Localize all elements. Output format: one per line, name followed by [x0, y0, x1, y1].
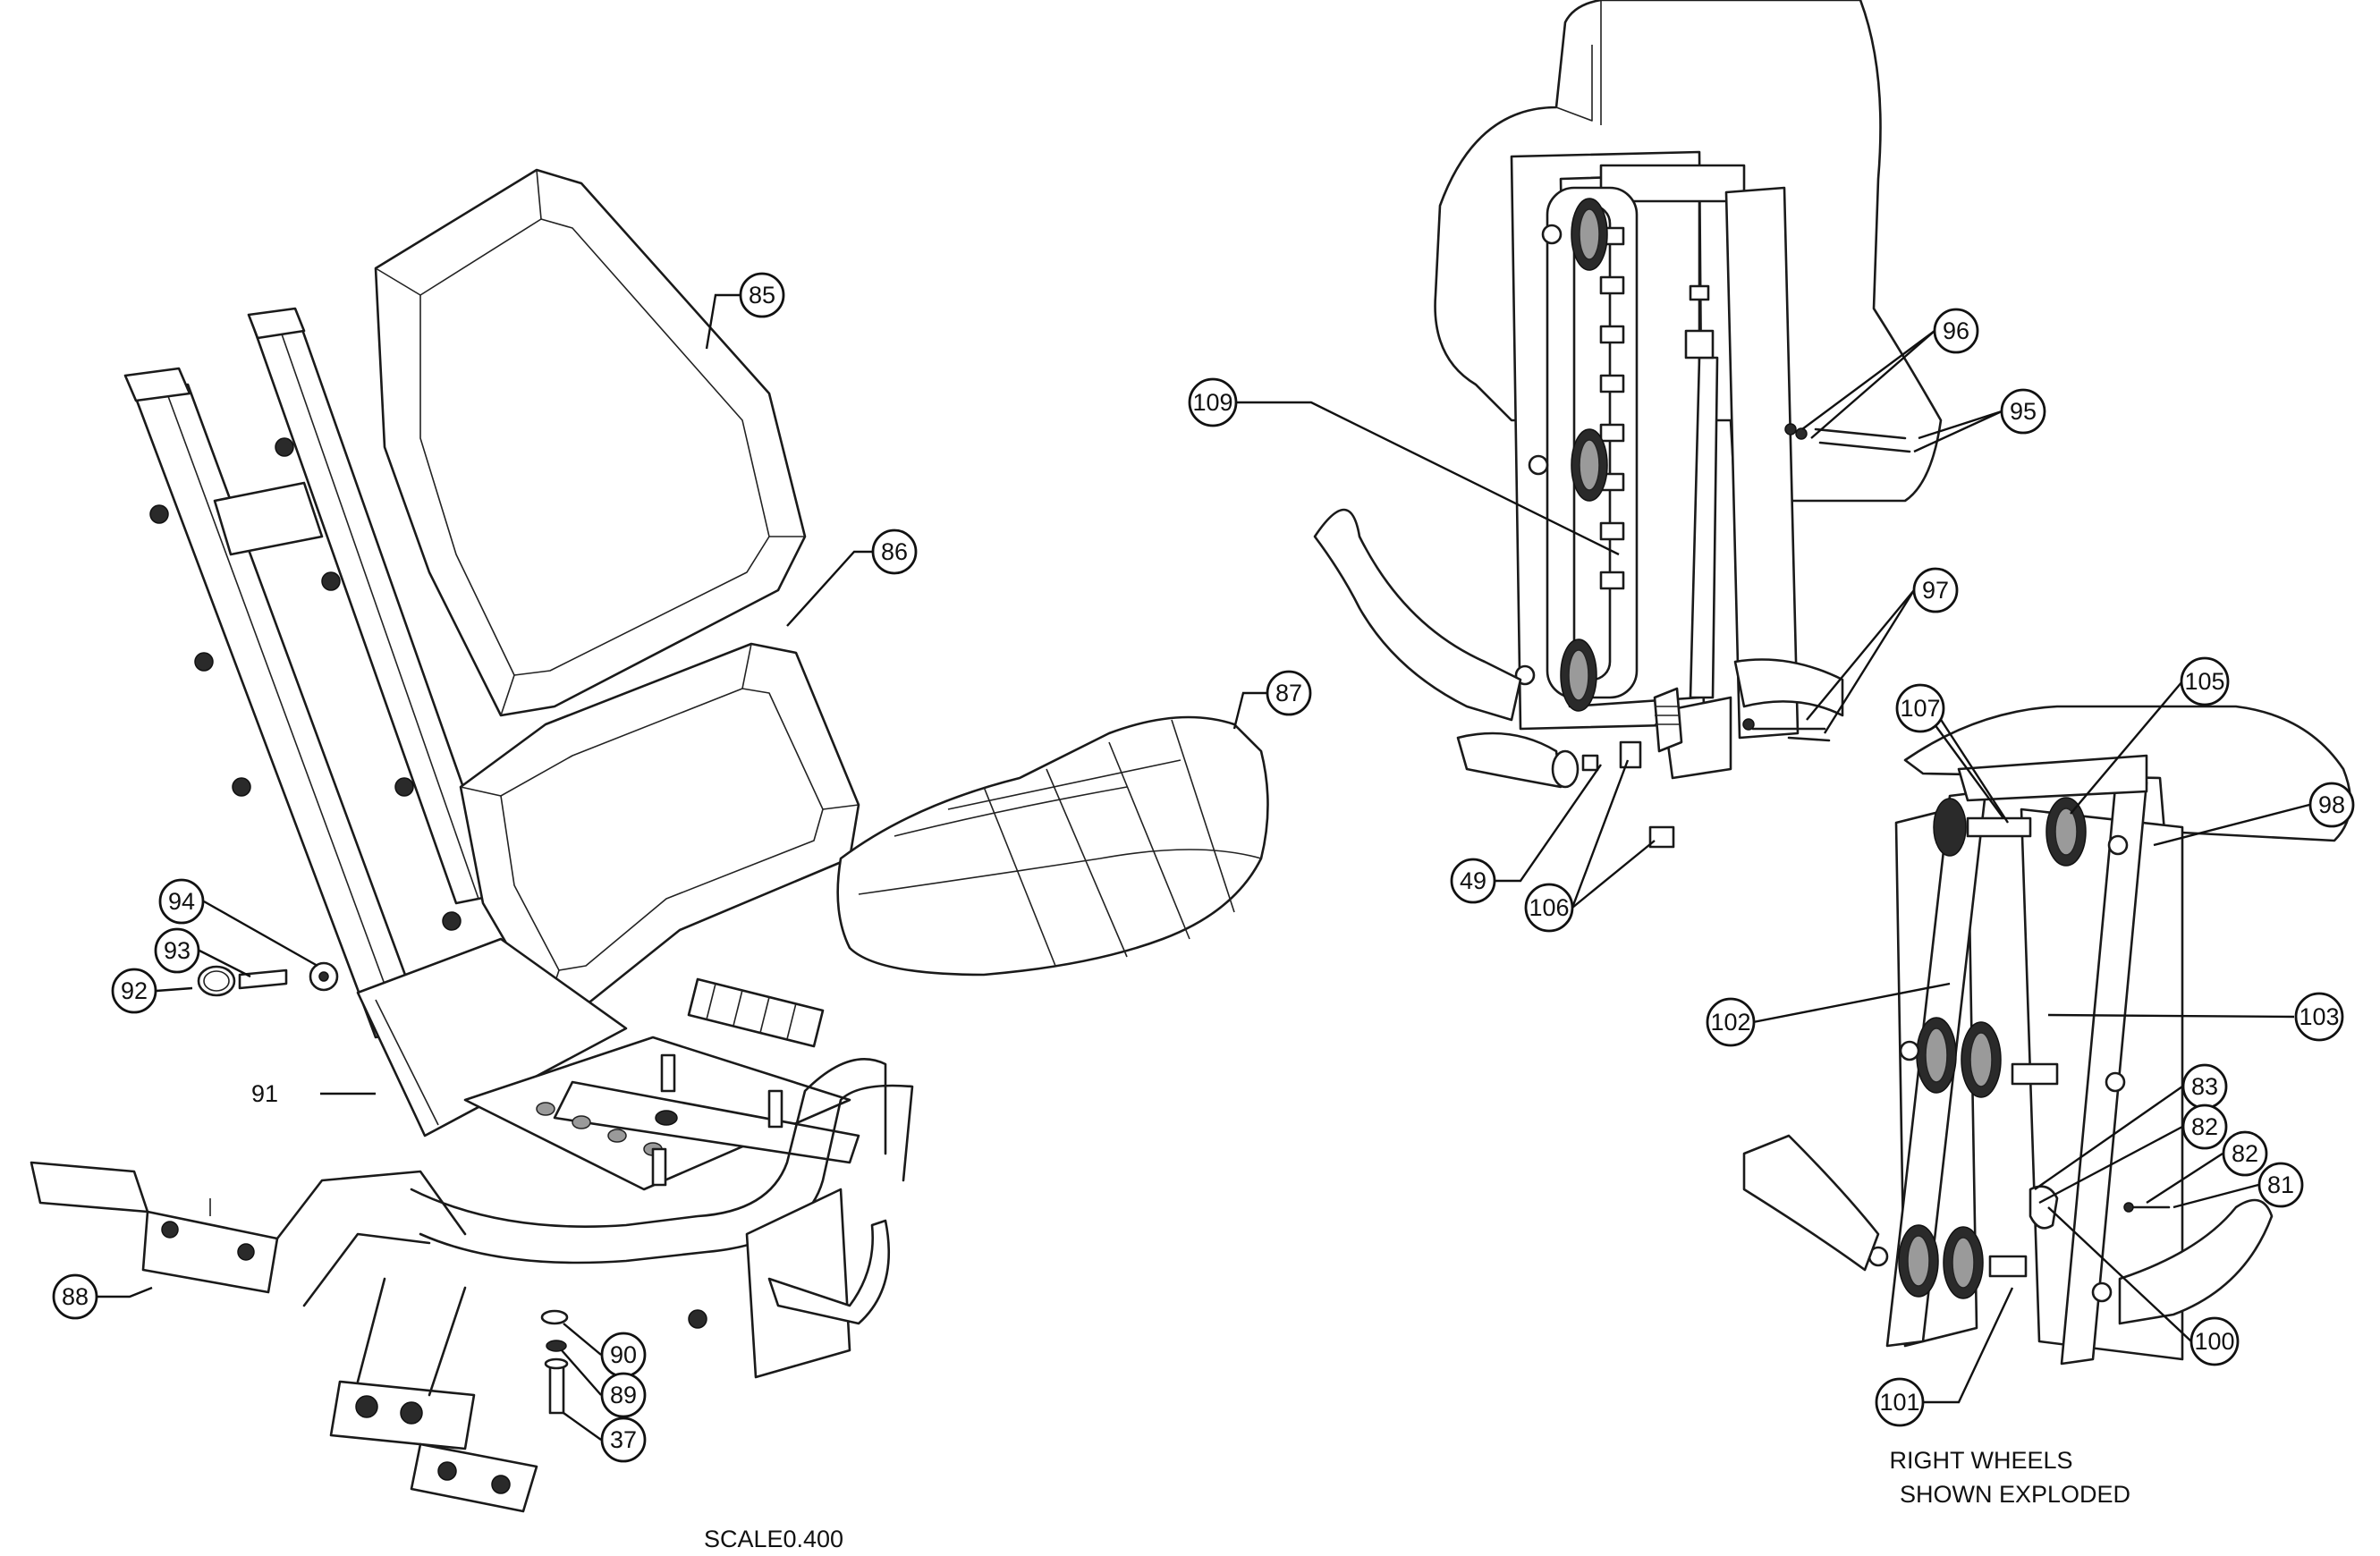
svg-text:81: 81	[2267, 1171, 2294, 1198]
callout-87: 87	[1266, 670, 1312, 716]
drawing-notes: RIGHT WHEELS SHOWN EXPLODED SCALE0.400	[704, 1447, 2130, 1552]
svg-text:95: 95	[2010, 398, 2037, 425]
callout-82-lower: 82	[2222, 1130, 2268, 1177]
svg-text:86: 86	[881, 538, 908, 565]
callout-bubbles: 85 86 87 94 93 92 91 88 90 89 37 109 96 …	[52, 272, 2355, 1463]
seat-bracket-plate	[356, 937, 628, 1137]
svg-text:106: 106	[1529, 894, 1569, 921]
svg-text:103: 103	[2299, 1003, 2339, 1030]
svg-text:100: 100	[2194, 1328, 2234, 1355]
svg-text:92: 92	[121, 977, 148, 1004]
callout-98: 98	[2308, 782, 2355, 828]
callout-95: 95	[2000, 388, 2046, 435]
right-wheels-note-line2: SHOWN EXPLODED	[1900, 1481, 2130, 1508]
callout-96: 96	[1933, 308, 1979, 354]
callout-105: 105	[2180, 656, 2230, 706]
svg-text:107: 107	[1900, 695, 1940, 722]
foot-handle-grip	[30, 1161, 467, 1307]
callout-97: 97	[1912, 567, 1959, 613]
svg-text:82: 82	[2232, 1140, 2258, 1167]
seat-frame-uprights	[123, 307, 503, 1039]
seat-handle-tube	[410, 977, 914, 1379]
svg-text:87: 87	[1275, 680, 1302, 706]
callout-102: 102	[1706, 997, 1756, 1047]
carriage-assembly-drawing	[1313, 0, 1943, 849]
wheel-plate-drawing	[1742, 705, 2352, 1366]
scale-note: SCALE0.400	[704, 1526, 843, 1552]
right-wheels-note-line1: RIGHT WHEELS	[1889, 1447, 2072, 1474]
callout-93: 93	[154, 927, 200, 974]
bolt-washer-parts	[197, 961, 339, 997]
callout-90: 90	[600, 1332, 647, 1378]
callout-107: 107	[1895, 683, 1945, 733]
svg-text:82: 82	[2191, 1113, 2218, 1140]
bolt-stack	[540, 1309, 569, 1415]
callout-101: 101	[1875, 1377, 1925, 1427]
svg-text:98: 98	[2318, 791, 2345, 818]
svg-text:93: 93	[164, 937, 191, 964]
svg-text:90: 90	[610, 1341, 637, 1368]
callout-103: 103	[2294, 992, 2344, 1042]
callout-100: 100	[2189, 1316, 2240, 1366]
callout-109: 109	[1188, 377, 1238, 427]
svg-text:94: 94	[168, 888, 195, 915]
callout-86: 86	[871, 529, 918, 575]
seat-bottom-cushion	[836, 715, 1269, 977]
svg-text:109: 109	[1192, 389, 1232, 416]
leader-lines	[97, 293, 2310, 1441]
svg-text:96: 96	[1943, 317, 1969, 344]
seat-assembly-drawing	[30, 168, 1269, 1513]
svg-text:102: 102	[1710, 1009, 1750, 1036]
foot-pedal-plate	[329, 1277, 538, 1513]
svg-text:105: 105	[2184, 668, 2224, 695]
callout-92: 92	[111, 968, 157, 1014]
svg-text:97: 97	[1922, 577, 1949, 604]
callout-37: 37	[600, 1416, 647, 1463]
callout-82-upper: 82	[2181, 1104, 2228, 1150]
callout-89: 89	[600, 1372, 647, 1418]
svg-text:85: 85	[749, 282, 775, 309]
svg-text:37: 37	[610, 1426, 637, 1453]
callout-83: 83	[2181, 1063, 2228, 1110]
exploded-wheels	[1868, 797, 2129, 1303]
callout-106: 106	[1524, 883, 1574, 933]
callout-81: 81	[2257, 1162, 2304, 1208]
backrest-cushion	[374, 168, 807, 717]
seat-slider-rails	[463, 1036, 860, 1191]
callout-94: 94	[158, 878, 205, 925]
svg-text:49: 49	[1460, 867, 1486, 894]
svg-text:83: 83	[2191, 1073, 2218, 1100]
svg-text:88: 88	[62, 1283, 89, 1310]
callout-85: 85	[739, 272, 785, 318]
svg-text:101: 101	[1879, 1389, 1919, 1416]
callout-49: 49	[1450, 858, 1496, 904]
carriage-wheels	[1514, 198, 1608, 712]
callout-91: 91	[251, 1080, 278, 1107]
svg-text:89: 89	[610, 1382, 637, 1408]
callout-88: 88	[52, 1273, 98, 1320]
